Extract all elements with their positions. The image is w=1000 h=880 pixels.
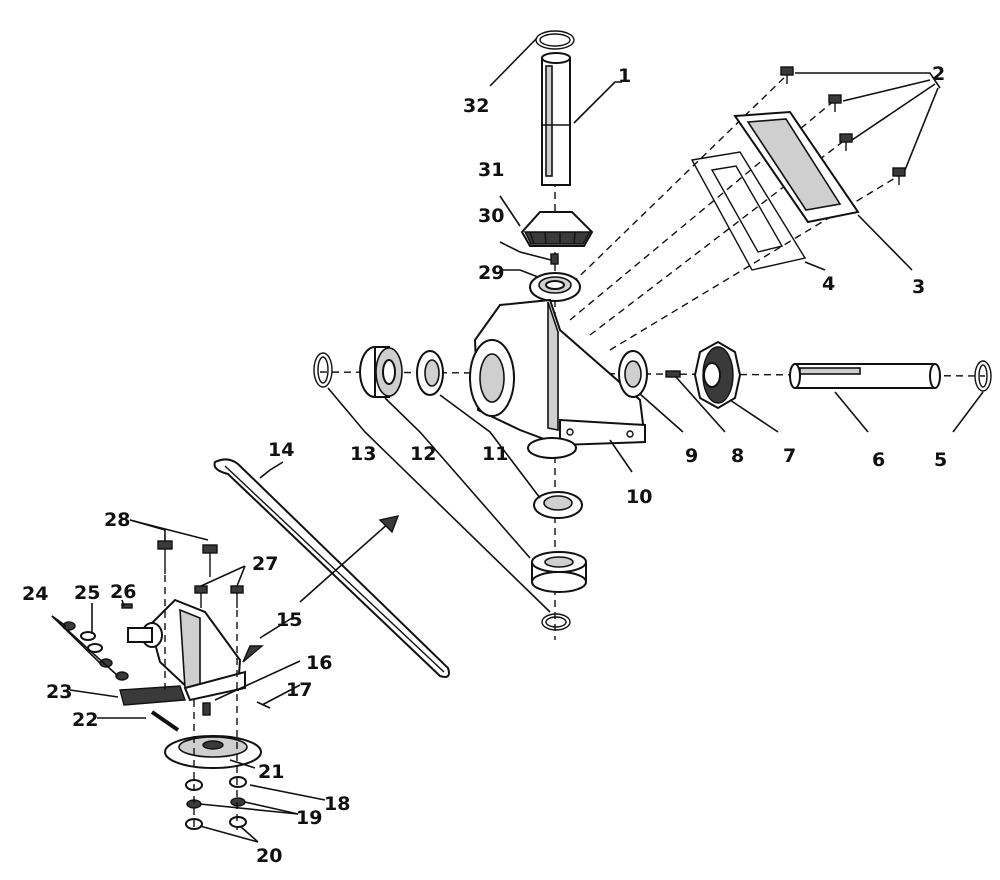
key-top: [550, 253, 559, 265]
gasket-4: [690, 151, 807, 271]
bearing-29: [529, 272, 581, 302]
snap-ring-13: [313, 352, 333, 388]
nuts-24: [62, 621, 129, 681]
snap-ring-top: [535, 30, 575, 50]
bevel-gear-7: [693, 340, 742, 410]
callout-31: 31: [478, 159, 504, 181]
callout-30: 30: [478, 205, 504, 227]
lower-axes: [164, 575, 238, 830]
callout-24: 24: [22, 583, 48, 605]
cap-screw: [839, 133, 853, 151]
callout-20: 20: [256, 845, 282, 867]
bevel-gear-top: [520, 211, 594, 247]
callout-15: 15: [276, 609, 302, 631]
horizontal-shaft-6: [789, 363, 941, 389]
lock-washers-19: [186, 797, 246, 809]
bearing-lower-11: [533, 491, 583, 519]
callout-4: 4: [822, 273, 835, 295]
cap-screws-28: [157, 540, 218, 577]
callout-13: 13: [350, 443, 376, 465]
seal-11: [416, 350, 444, 396]
bolt-22: [150, 710, 180, 732]
callout-12: 12: [410, 443, 436, 465]
callout-19: 19: [296, 807, 322, 829]
callout-11: 11: [482, 443, 508, 465]
pin-16: [202, 702, 211, 716]
cap-screws-27: [194, 585, 244, 608]
callout-21: 21: [258, 761, 284, 783]
v-belt-14: [213, 458, 450, 678]
callout-6: 6: [872, 449, 885, 471]
bearing-12: [359, 346, 403, 398]
snap-ring-lower-13: [541, 613, 571, 631]
bracket-23: [119, 685, 186, 706]
cap-screw: [892, 167, 906, 185]
lower-gearbox-assembly: [127, 598, 246, 702]
bearing-9: [618, 350, 648, 398]
callout-17: 17: [286, 679, 312, 701]
callout-2: 2: [932, 63, 945, 85]
cap-screws-2: [780, 66, 906, 185]
cover-plate-3: [733, 110, 860, 224]
direction-arrows-15: [242, 515, 400, 663]
callout-8: 8: [731, 445, 744, 467]
callout-5: 5: [934, 449, 947, 471]
callout-labels: 1 2 3 4 5 6 7 8 9 10 11 12 13 14 15 16 1…: [22, 63, 947, 867]
callout-26: 26: [110, 581, 136, 603]
gear-housing: [469, 298, 647, 459]
snap-ring-5: [974, 360, 992, 392]
callout-28: 28: [104, 509, 130, 531]
callout-22: 22: [72, 709, 98, 731]
callout-10: 10: [626, 486, 652, 508]
callout-9: 9: [685, 445, 698, 467]
key-8: [665, 370, 681, 378]
callout-1: 1: [618, 65, 631, 87]
cap-screw: [828, 94, 842, 112]
leader-lines: [51, 37, 984, 843]
callout-23: 23: [46, 681, 72, 703]
cap-screw: [780, 66, 794, 84]
callout-32: 32: [463, 95, 489, 117]
vertical-shaft: [541, 52, 571, 186]
callout-27: 27: [252, 553, 278, 575]
callout-3: 3: [912, 276, 925, 298]
bearing-lower-12: [531, 551, 587, 593]
callout-14: 14: [268, 439, 294, 461]
pulley-21: [164, 735, 262, 769]
callout-18: 18: [324, 793, 350, 815]
callout-29: 29: [478, 262, 504, 284]
callout-16: 16: [306, 652, 332, 674]
washers-25: [80, 631, 103, 653]
callout-25: 25: [74, 582, 100, 604]
callout-7: 7: [783, 445, 796, 467]
key-26: [121, 603, 133, 609]
assembly-axes: [319, 60, 986, 640]
